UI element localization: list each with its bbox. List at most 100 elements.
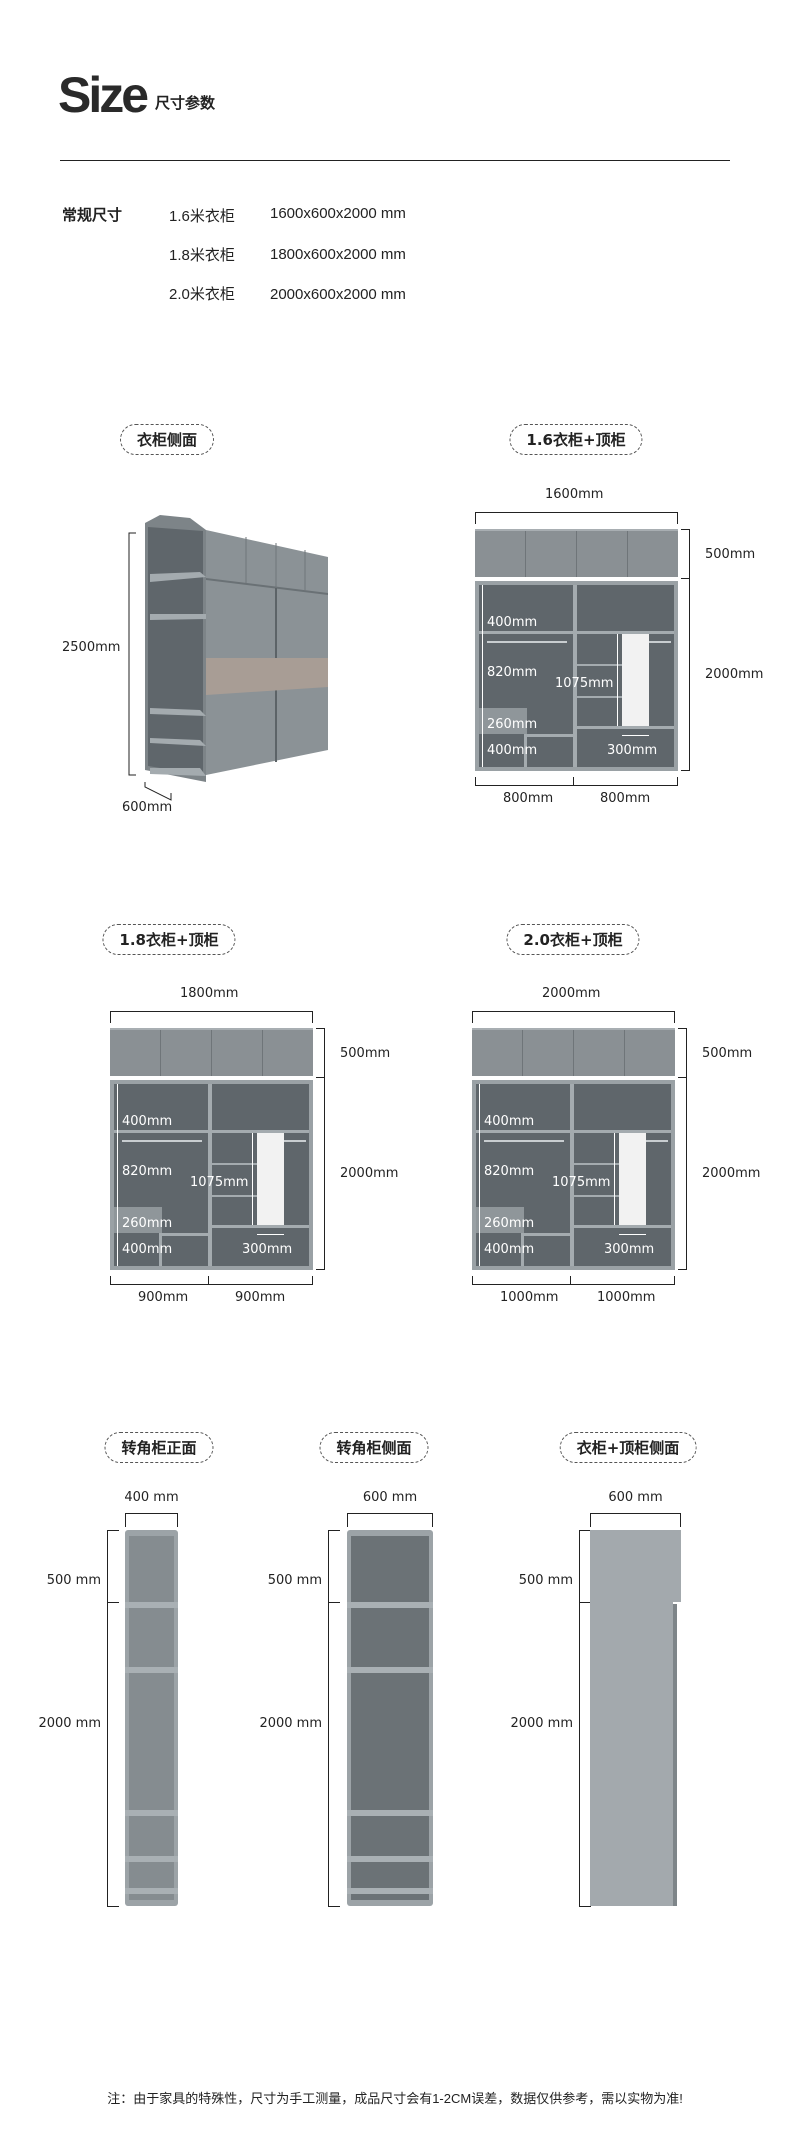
spec-size: 1800x600x2000 mm bbox=[270, 246, 406, 263]
inner-mid-label: 1075mm bbox=[190, 1175, 249, 1190]
height-bracket bbox=[324, 1028, 325, 1270]
inner-mid-label: 1075mm bbox=[555, 676, 614, 691]
right-shelf bbox=[210, 1195, 258, 1197]
total-width-label: 1800mm bbox=[180, 986, 239, 1001]
bottom-bracket bbox=[472, 1284, 675, 1285]
corner-shelf bbox=[347, 1856, 433, 1862]
top-shelf bbox=[114, 1130, 309, 1133]
inner-drawer-label: 260mm bbox=[122, 1216, 173, 1231]
right-hanging-rod bbox=[646, 1140, 668, 1142]
height-bracket-tick bbox=[328, 1530, 340, 1531]
body-height-label: 2000 mm bbox=[259, 1716, 322, 1731]
top-cabinet-door bbox=[574, 1030, 625, 1076]
right-shelf bbox=[210, 1163, 258, 1165]
bottom-bracket-tick bbox=[110, 1276, 111, 1285]
total-width-label: 1600mm bbox=[545, 487, 604, 502]
inner-top-shelf-label: 400mm bbox=[122, 1114, 173, 1129]
wardrobe-side bbox=[590, 1602, 673, 1906]
width-bracket-tick bbox=[590, 1513, 591, 1527]
lower-divider bbox=[524, 734, 527, 767]
corner-cabinet-interior bbox=[351, 1536, 429, 1900]
mid-height-marker bbox=[617, 634, 618, 726]
body-height-label: 2000mm bbox=[340, 1166, 399, 1181]
drawer-box bbox=[476, 1207, 524, 1233]
width-bracket-tick bbox=[177, 1513, 178, 1527]
top-height-label: 500 mm bbox=[518, 1573, 573, 1588]
drawer-box bbox=[114, 1207, 162, 1233]
right-shelf bbox=[210, 1225, 309, 1228]
width-bracket-tick bbox=[110, 1011, 111, 1023]
left-width-label: 900mm bbox=[138, 1290, 189, 1305]
spec-name: 2.0米衣柜 bbox=[169, 286, 235, 303]
lower-divider bbox=[159, 1233, 162, 1266]
height-bracket-tick bbox=[316, 1028, 325, 1029]
lower-shelf bbox=[522, 1233, 572, 1236]
mirror-width-marker bbox=[257, 1234, 284, 1235]
spec-name: 1.8米衣柜 bbox=[169, 247, 235, 264]
bottom-bracket-tick bbox=[570, 1276, 571, 1285]
height-bracket-tick bbox=[579, 1906, 591, 1907]
hanging-rod bbox=[484, 1140, 564, 1142]
inner-bottom-label: 400mm bbox=[122, 1242, 173, 1257]
body-height-label: 2000mm bbox=[705, 667, 764, 682]
height-bracket-tick bbox=[328, 1906, 340, 1907]
inner-bottom-label: 400mm bbox=[487, 743, 538, 758]
mirror-panel bbox=[619, 1133, 646, 1225]
side-view-depth-label: 600mm bbox=[122, 800, 173, 815]
top-cabinet bbox=[475, 529, 678, 577]
height-bracket-tick bbox=[107, 1530, 119, 1531]
width-bracket bbox=[590, 1513, 681, 1514]
bottom-bracket-tick bbox=[472, 1276, 473, 1285]
inner-mirror-width-label: 300mm bbox=[242, 1242, 293, 1257]
divider bbox=[60, 160, 730, 161]
height-bracket-tick bbox=[579, 1602, 591, 1603]
top-shelf bbox=[479, 631, 674, 634]
mid-height-marker bbox=[614, 1133, 615, 1225]
bottom-bracket-tick bbox=[674, 1276, 675, 1285]
right-shelf bbox=[575, 696, 623, 698]
top-cabinet-door bbox=[625, 1030, 675, 1076]
side-view-height-label: 2500mm bbox=[62, 640, 121, 655]
corner-shelf bbox=[125, 1810, 178, 1816]
inner-drawer-label: 260mm bbox=[484, 1216, 535, 1231]
inner-mirror-width-label: 300mm bbox=[607, 743, 658, 758]
height-marker bbox=[482, 585, 483, 767]
width-bracket bbox=[347, 1513, 433, 1514]
lower-divider bbox=[521, 1233, 524, 1266]
top-cabinet-door bbox=[161, 1030, 212, 1076]
wardrobe-body: 400mm 820mm 1075mm 260mm 400mm 300mm bbox=[110, 1080, 313, 1270]
right-hanging-rod bbox=[649, 641, 671, 643]
top-height-label: 500mm bbox=[702, 1046, 753, 1061]
height-bracket-tick bbox=[678, 1028, 687, 1029]
width-label: 600 mm bbox=[362, 1490, 418, 1505]
inner-top-shelf-label: 400mm bbox=[484, 1114, 535, 1129]
height-bracket-tick bbox=[316, 1077, 325, 1078]
width-label: 400 mm bbox=[124, 1490, 179, 1505]
corner-cabinet-interior bbox=[129, 1536, 174, 1900]
right-shelf bbox=[572, 1163, 620, 1165]
bottom-bracket-tick bbox=[208, 1276, 209, 1285]
mid-height-marker bbox=[252, 1133, 253, 1225]
page-subtitle: 尺寸参数 bbox=[155, 94, 216, 112]
corner-shelf bbox=[347, 1667, 433, 1673]
right-shelf bbox=[575, 664, 623, 666]
center-divider bbox=[208, 1084, 212, 1266]
top-height-label: 500mm bbox=[705, 547, 756, 562]
inner-hanging-label: 820mm bbox=[122, 1164, 173, 1179]
height-bracket bbox=[686, 1028, 687, 1270]
width-bracket-tick bbox=[432, 1513, 433, 1527]
right-width-label: 1000mm bbox=[597, 1290, 656, 1305]
width-label: 600 mm bbox=[608, 1490, 663, 1505]
bottom-bracket-tick bbox=[312, 1276, 313, 1285]
right-shelf bbox=[575, 726, 674, 729]
width-bracket-tick bbox=[680, 1513, 681, 1527]
top-cabinet-door bbox=[523, 1030, 574, 1076]
corner-shelf bbox=[125, 1888, 178, 1894]
inner-mid-label: 1075mm bbox=[552, 1175, 611, 1190]
corner-shelf bbox=[347, 1602, 433, 1608]
body-height-label: 2000 mm bbox=[510, 1716, 573, 1731]
height-bracket-tick bbox=[681, 529, 690, 530]
width-bracket bbox=[475, 512, 678, 513]
